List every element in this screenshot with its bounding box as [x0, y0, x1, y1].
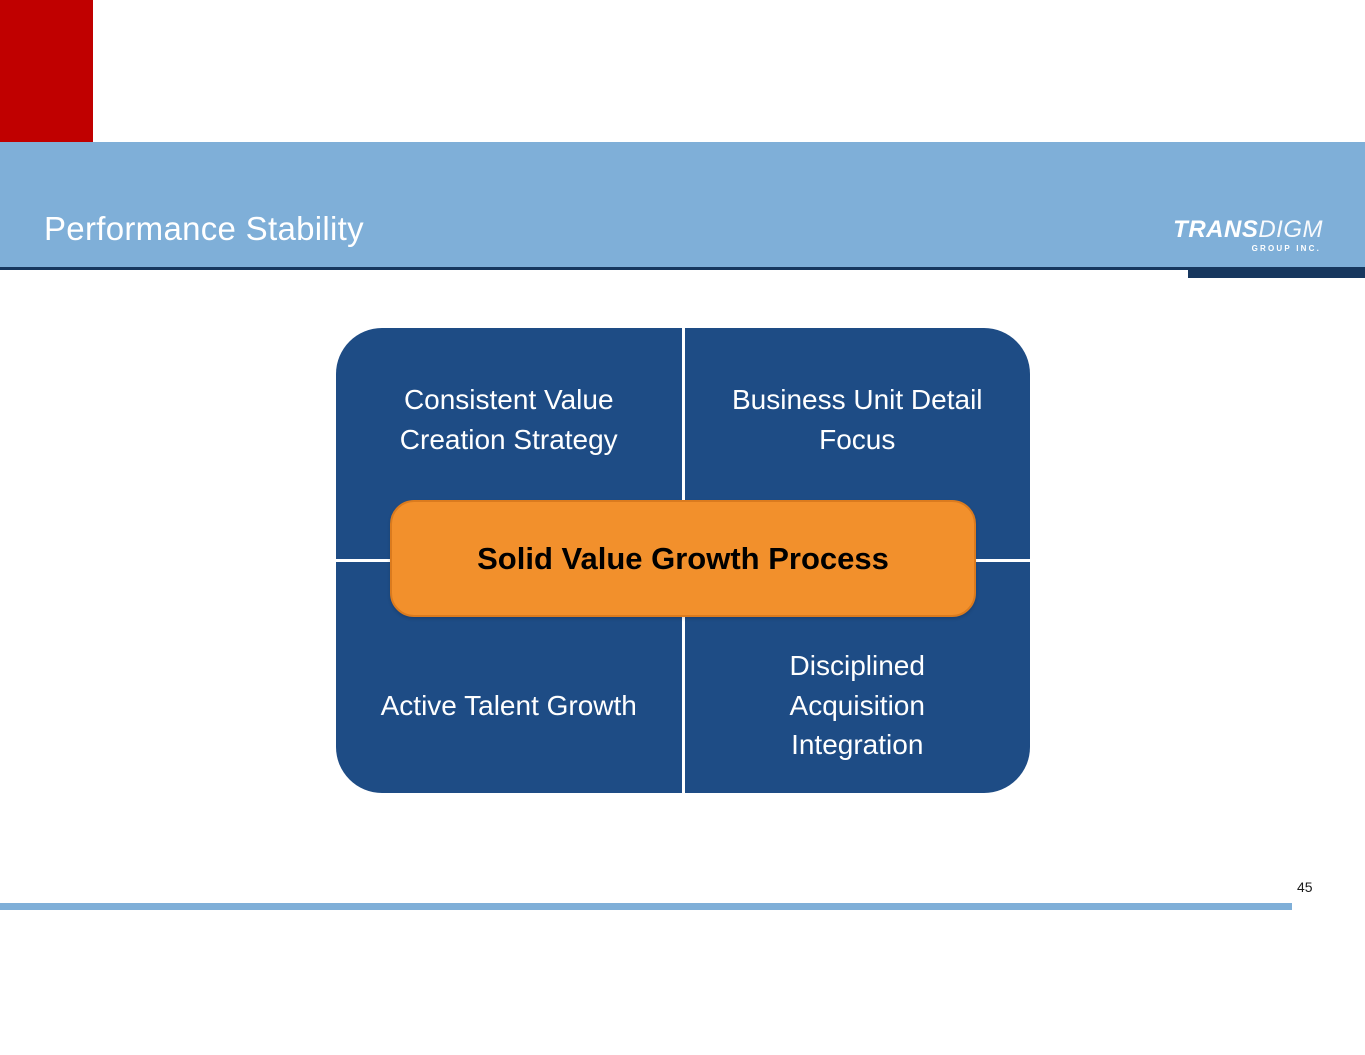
- slide-title: Performance Stability: [44, 210, 364, 247]
- quadrant-label: Business Unit Detail Focus: [731, 383, 983, 455]
- center-badge-label: Solid Value Growth Process: [477, 540, 889, 576]
- logo-text-trans: TRANS: [1173, 216, 1259, 243]
- quadrant-label: Consistent Value Creation Strategy: [399, 383, 618, 455]
- header-band: Performance Stability TRANSDIGM GROUP IN…: [0, 142, 1365, 267]
- transdigm-logo: TRANSDIGM GROUP INC.: [1173, 218, 1323, 254]
- quadrant-label: Disciplined Acquisition Integration: [789, 649, 925, 761]
- logo-subtitle: GROUP INC.: [1251, 244, 1321, 253]
- logo-wordmark: TRANSDIGM: [1173, 218, 1323, 242]
- page-number: 45: [1297, 879, 1313, 895]
- footer-line: [0, 903, 1292, 910]
- center-badge: Solid Value Growth Process: [390, 500, 976, 617]
- header-underline: [0, 267, 1365, 270]
- red-accent-block: [0, 0, 93, 142]
- logo-text-digm: DIGM: [1258, 216, 1323, 243]
- quadrant-label: Active Talent Growth: [380, 689, 637, 721]
- logo-underline-bar: [1188, 270, 1365, 278]
- quadrant-diagram: Consistent Value Creation Strategy Busin…: [336, 328, 1030, 793]
